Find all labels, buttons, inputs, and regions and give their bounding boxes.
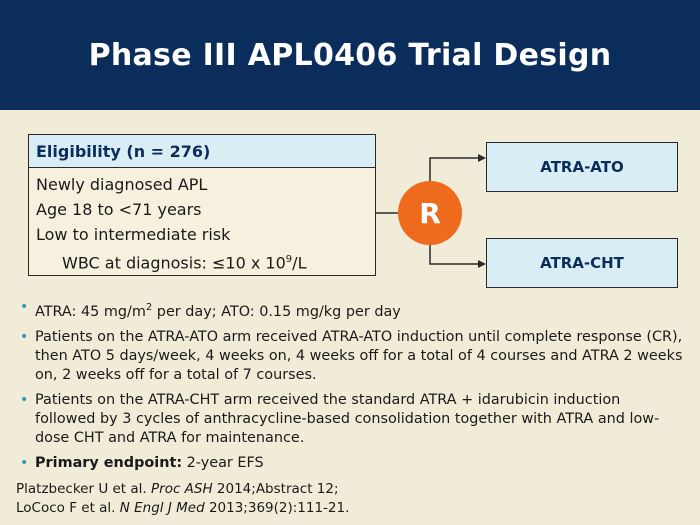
- eligibility-heading: Eligibility (n = 276): [29, 135, 375, 168]
- reference-1: Platzbecker U et al. Proc ASH 2014;Abstr…: [16, 480, 349, 499]
- bullet-dot-icon: •: [20, 454, 29, 471]
- bullet-dosing-exponent: 2: [145, 302, 153, 313]
- criterion-risk: Low to intermediate risk: [36, 225, 231, 244]
- criterion-wbc-exponent: 9: [285, 254, 293, 265]
- bullet-dot-icon: •: [20, 391, 29, 408]
- arm-box-atra-ato: ATRA-ATO: [486, 142, 678, 192]
- criterion-diagnosis: Newly diagnosed APL: [36, 175, 208, 194]
- bullet-atra-cht-arm: • Patients on the ATRA-CHT arm received t…: [18, 391, 683, 448]
- bullet-list: • ATRA: 45 mg/m2 per day; ATO: 0.15 mg/kg…: [18, 298, 683, 479]
- reference-2-journal: N Engl J Med: [119, 500, 205, 516]
- primary-endpoint-value: 2-year EFS: [182, 454, 264, 471]
- bullet-dot-icon: •: [20, 299, 29, 315]
- slide-title: Phase III APL0406 Trial Design: [88, 37, 612, 73]
- bullet-dosing-rest: per day; ATO: 0.15 mg/kg per day: [152, 303, 401, 320]
- reference-2-authors: LoCoco F et al.: [16, 500, 120, 516]
- criterion-wbc-text: WBC at diagnosis: ≤10 x 10: [62, 253, 286, 273]
- reference-2-detail: 2013;369(2):111-21.: [204, 500, 350, 516]
- arrowhead-arm2: [478, 260, 486, 268]
- bullet-dot-icon: •: [20, 328, 29, 345]
- criterion-age: Age 18 to <71 years: [36, 200, 202, 219]
- eligibility-box: Eligibility (n = 276) Newly diagnosed AP…: [28, 134, 376, 276]
- bullet-atra-cht-text: Patients on the ATRA-CHT arm received th…: [35, 391, 660, 446]
- primary-endpoint-label: Primary endpoint:: [35, 454, 183, 471]
- bullet-atra-ato-arm: • Patients on the ATRA-ATO arm received A…: [18, 328, 683, 385]
- arm-box-atra-cht: ATRA-CHT: [486, 238, 678, 288]
- references: Platzbecker U et al. Proc ASH 2014;Abstr…: [16, 480, 349, 518]
- arrowhead-arm1: [478, 154, 486, 162]
- slide-header: Phase III APL0406 Trial Design: [0, 0, 700, 110]
- reference-1-journal: Proc ASH: [151, 481, 213, 497]
- criterion-wbc: WBC at diagnosis: ≤10 x 109/L: [29, 247, 375, 275]
- reference-1-detail: 2014;Abstract 12;: [212, 481, 339, 497]
- randomization-circle: R: [398, 181, 462, 245]
- connector-r-to-arm1: [429, 157, 480, 181]
- reference-2: LoCoco F et al. N Engl J Med 2013;369(2)…: [16, 499, 349, 518]
- bullet-dosing: • ATRA: 45 mg/m2 per day; ATO: 0.15 mg/kg…: [18, 298, 683, 322]
- reference-1-authors: Platzbecker U et al.: [16, 481, 151, 497]
- connector-r-to-arm2: [429, 245, 480, 265]
- bullet-primary-endpoint: • Primary endpoint: 2-year EFS: [18, 454, 683, 473]
- bullet-atra-ato-text: Patients on the ATRA-ATO arm received AT…: [35, 328, 683, 383]
- eligibility-criteria: Newly diagnosed APL Age 18 to <71 years …: [29, 168, 375, 275]
- bullet-dosing-text: ATRA: 45 mg/m: [35, 303, 146, 320]
- criterion-wbc-unit: /L: [292, 253, 307, 273]
